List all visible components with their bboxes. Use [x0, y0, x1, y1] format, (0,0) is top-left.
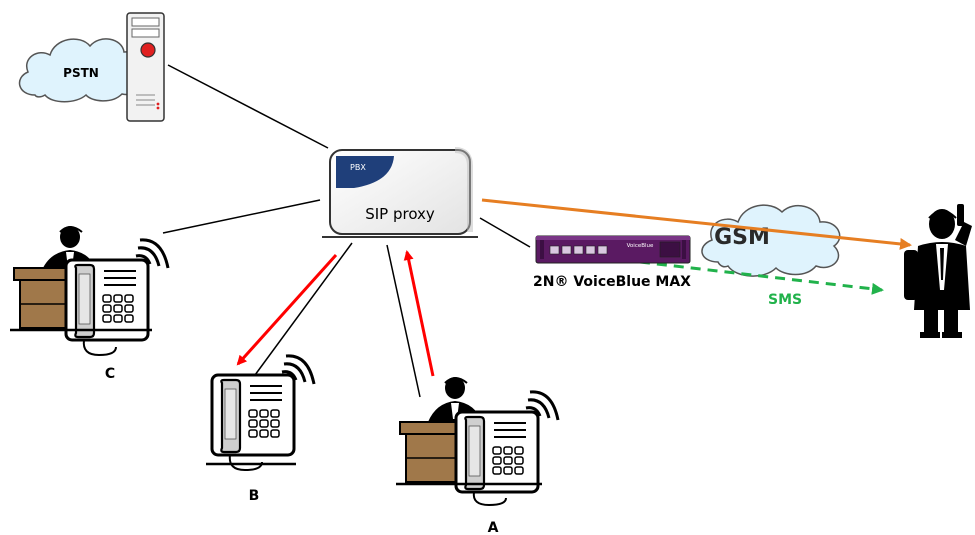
pbx-badge-label: PBX	[350, 163, 366, 172]
mobile-user	[904, 204, 972, 338]
link-a-pbx	[386, 244, 421, 398]
connection-lines	[162, 64, 531, 398]
link-pbx-gateway	[479, 217, 531, 248]
link-server-pbx	[167, 64, 329, 149]
phone-c-label: C	[105, 366, 115, 382]
gsm-call-arrow	[481, 198, 912, 250]
link-b-pbx	[254, 242, 353, 376]
phone-a-label: A	[488, 520, 499, 535]
person-on-phone-icon	[904, 204, 972, 338]
server-tower	[126, 12, 165, 122]
server-body	[126, 12, 165, 122]
phone-a: A	[396, 377, 560, 535]
gsm-cloud: GSM	[701, 204, 841, 277]
link-c-pbx	[162, 199, 321, 234]
voiceblue-gateway: VoiceBlue 2N® VoiceBlue MAX	[533, 235, 691, 290]
ring-waves-icon	[525, 390, 560, 421]
ring-waves-icon	[281, 354, 316, 385]
keypad	[492, 446, 524, 475]
sms-label: SMS	[768, 292, 802, 308]
gateway-label: 2N® VoiceBlue MAX	[533, 274, 691, 290]
call-arrow-a-to-pbx	[403, 250, 435, 377]
pstn-cloud: PSTN	[18, 38, 142, 103]
keypad	[102, 294, 134, 323]
mobile-phone-icon	[957, 204, 964, 226]
gateway-brand-label: VoiceBlue	[627, 243, 654, 249]
phone-b: B	[206, 354, 316, 504]
sms-arrow	[639, 260, 884, 295]
call-arrows	[236, 250, 435, 377]
call-arrow-pbx-to-b	[236, 253, 338, 366]
keypad	[248, 409, 280, 438]
sip-proxy-label: SIP proxy	[365, 205, 435, 223]
phone-c: C	[10, 226, 170, 382]
pstn-label: PSTN	[63, 66, 99, 80]
pbx-badge	[336, 156, 394, 188]
phone-b-label: B	[249, 488, 260, 504]
ring-waves-icon	[135, 238, 170, 269]
pbx-device: PBX SIP proxy	[322, 147, 478, 238]
power-button-icon	[140, 42, 156, 58]
person-at-desk-icon	[399, 377, 482, 483]
gateway-ports	[549, 245, 608, 255]
